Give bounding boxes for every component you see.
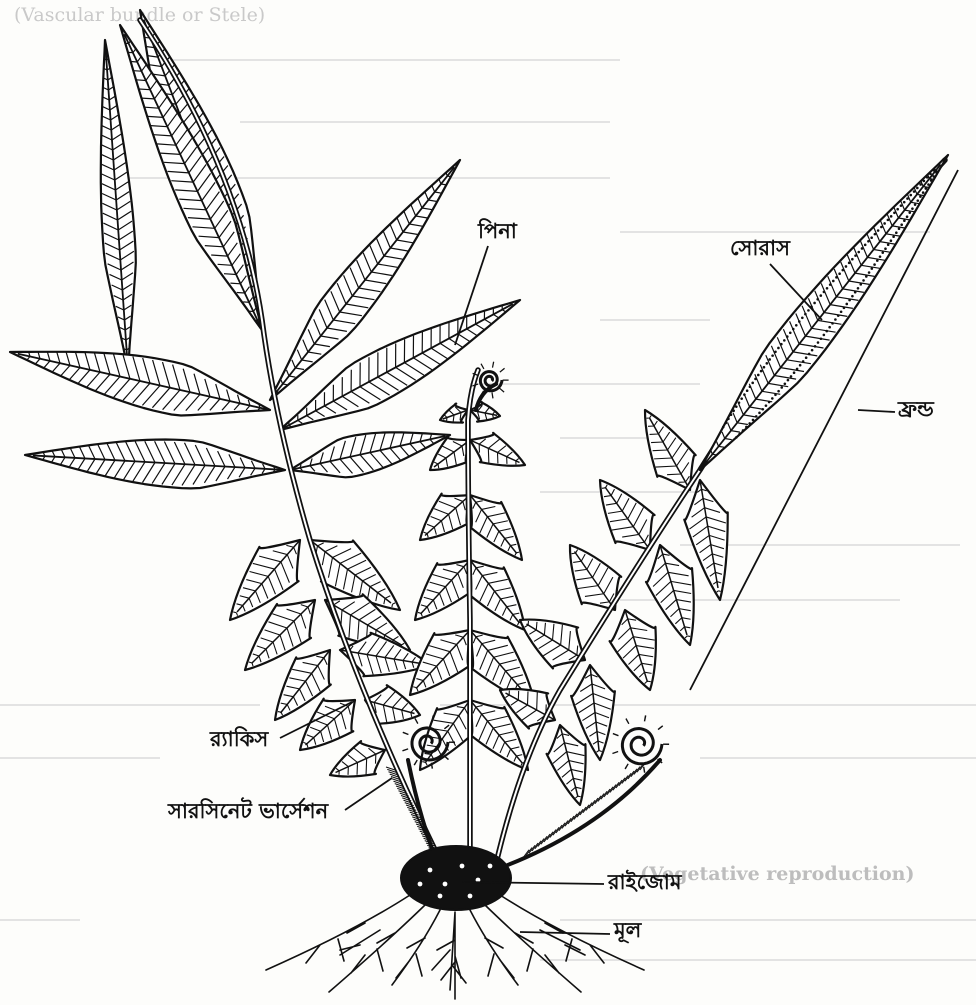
pinna-middle-6 — [469, 560, 525, 630]
pinna-right-6 — [610, 610, 656, 690]
pinna-right-10 — [547, 725, 586, 805]
label-rachis: র‍্যাকিস — [210, 729, 268, 750]
pinna-top-2 — [120, 25, 262, 330]
pinnae — [10, 10, 728, 805]
leader-circinate — [345, 778, 392, 810]
label-pinna: পিনা — [478, 221, 517, 242]
pinna-lower-left-9 — [330, 741, 385, 776]
pinna-left-2 — [25, 440, 285, 489]
pinna-right-1 — [645, 410, 696, 490]
pinna-top-3 — [101, 40, 136, 370]
pinna-left-1 — [10, 352, 270, 416]
fertile-pinna — [700, 155, 948, 470]
pinna-middle-4 — [470, 495, 522, 560]
label-frond: ফ্রন্ড — [898, 399, 934, 420]
pinna-right-3 — [290, 432, 450, 477]
label-rhizome: রাইজোম — [608, 872, 682, 893]
pinna-middle-3 — [420, 494, 470, 540]
fiddlehead-right — [500, 715, 669, 868]
pinna-middle-12 — [470, 402, 500, 422]
pinna-middle-5 — [415, 560, 470, 620]
pinna-right-3 — [600, 480, 655, 550]
pinna-middle-7 — [410, 630, 470, 695]
fertile-pinna-with-sori — [700, 155, 948, 470]
pinna-middle-2 — [470, 433, 525, 466]
label-root: মূল — [614, 920, 641, 941]
rhizome-shape — [401, 846, 511, 910]
label-sorus: সোরাস — [730, 238, 790, 259]
label-circinate-vernation: সারসিনেট ভার্সেশন — [168, 801, 328, 822]
leader-root — [520, 932, 610, 934]
pinna-middle-11 — [440, 404, 468, 423]
